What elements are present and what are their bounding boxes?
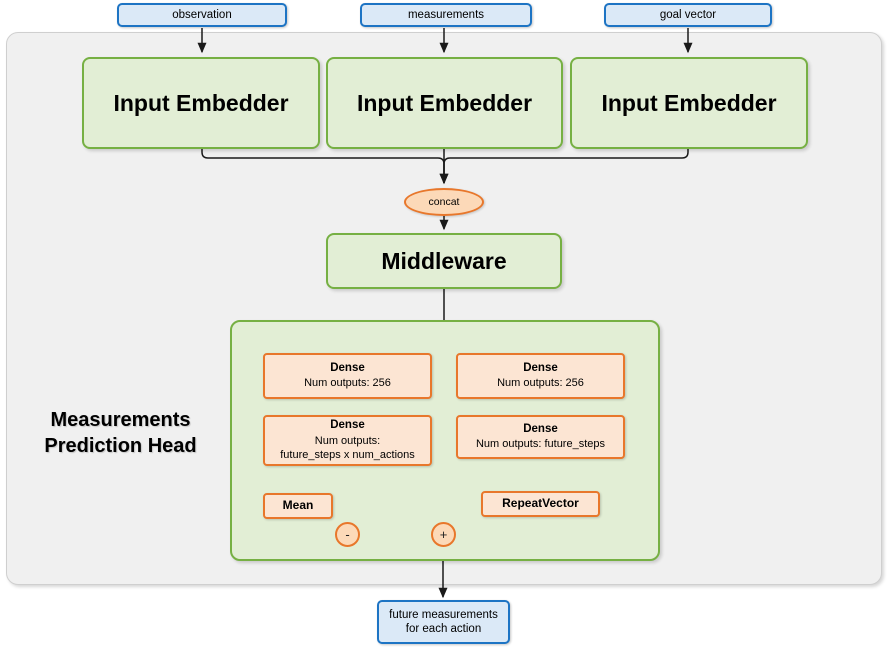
input-label: measurements [407,8,485,21]
input-embedder-observation[interactable]: Input Embedder [82,57,320,149]
repeat-vector-box[interactable]: RepeatVector [481,491,600,517]
op-title: Dense [330,419,365,432]
right-dense-1[interactable]: Dense Num outputs: 256 [456,353,625,399]
right-dense-2[interactable]: Dense Num outputs: future_steps [456,415,625,459]
add-operator[interactable]: + [431,522,456,547]
middleware-box[interactable]: Middleware [326,233,562,289]
op-label: Mean [282,498,314,513]
head-title: Measurements Prediction Head [18,408,223,459]
op-detail: Num outputs: 256 [304,377,391,390]
operator-symbol: + [439,527,448,542]
op-detail-line1: Num outputs: [314,434,381,447]
op-title: Dense [523,423,558,436]
left-dense-2[interactable]: Dense Num outputs: future_steps x num_ac… [263,415,432,466]
op-detail: Num outputs: future_steps [475,438,605,451]
input-box-measurements[interactable]: measurements [360,3,532,27]
output-box-future-measurements[interactable]: future measurements for each action [377,600,510,644]
input-box-goal-vector[interactable]: goal vector [604,3,772,27]
input-embedder-measurements[interactable]: Input Embedder [326,57,563,149]
op-detail-line2: future_steps x num_actions [280,449,415,462]
concat-label: concat [428,196,460,208]
op-label: RepeatVector [502,496,579,511]
module-label: Input Embedder [601,89,777,116]
module-label: Input Embedder [113,89,289,116]
op-title: Dense [523,362,558,375]
input-label: observation [172,8,232,21]
op-title: Dense [330,362,365,375]
input-embedder-goal-vector[interactable]: Input Embedder [570,57,808,149]
subtract-operator[interactable]: - [335,522,360,547]
head-title-line2: Prediction Head [44,434,197,457]
module-label: Input Embedder [356,89,533,116]
concat-node[interactable]: concat [404,188,484,216]
output-label-line2: for each action [405,623,482,635]
mean-box[interactable]: Mean [263,493,333,519]
left-dense-1[interactable]: Dense Num outputs: 256 [263,353,432,399]
op-detail: Num outputs: 256 [497,377,584,390]
module-label: Middleware [381,247,507,274]
output-label-line1: future measurements [389,608,498,621]
input-label: goal vector [659,8,717,21]
input-box-observation[interactable]: observation [117,3,287,27]
head-title-line1: Measurements [50,409,191,431]
operator-symbol: - [345,527,350,542]
